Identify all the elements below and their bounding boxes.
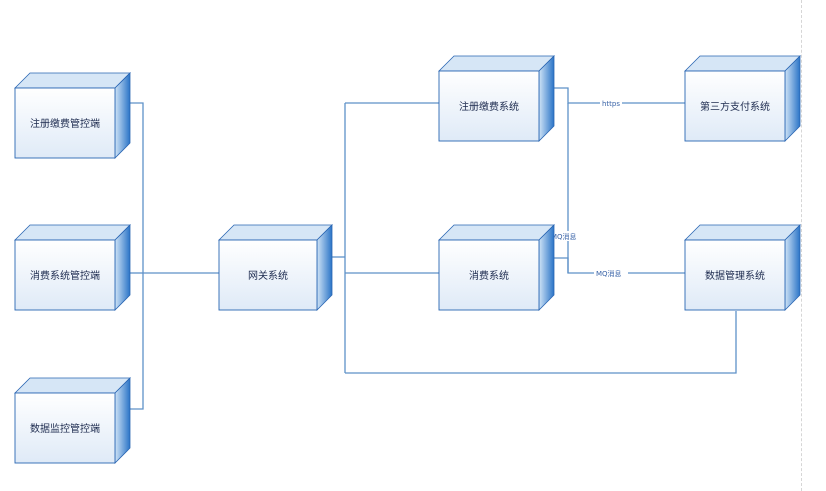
node-label-consume-console: 消费系统管控端 bbox=[30, 269, 100, 282]
cube-side-face bbox=[784, 55, 801, 142]
connector-register-third-party bbox=[554, 87, 685, 104]
cube-front-face bbox=[438, 239, 540, 311]
cube-front-face bbox=[14, 239, 116, 311]
connector-hub-data-management bbox=[345, 311, 737, 374]
cube-side-face bbox=[784, 224, 801, 311]
cube-side-face bbox=[114, 224, 131, 311]
node-monitor-console[interactable]: 数据监控管控端 bbox=[14, 377, 131, 464]
cube-side-face bbox=[114, 377, 131, 464]
node-label-third-party-pay: 第三方支付系统 bbox=[700, 100, 770, 113]
node-gateway[interactable]: 网关系统 bbox=[218, 224, 333, 311]
node-label-consume-system: 消费系统 bbox=[469, 269, 509, 282]
cube-top-face bbox=[684, 55, 801, 72]
edge-label-https: https bbox=[602, 100, 620, 108]
node-register-system[interactable]: 注册缴费系统 bbox=[438, 55, 555, 142]
edge-label-mq-horizontal: MQ消息 bbox=[596, 269, 622, 278]
cube-top-face bbox=[14, 224, 131, 241]
cube-side-face bbox=[538, 224, 555, 311]
node-label-register-system: 注册缴费系统 bbox=[459, 100, 519, 113]
node-label-gateway: 网关系统 bbox=[248, 269, 288, 282]
node-label-data-management: 数据管理系统 bbox=[705, 269, 765, 282]
cube-top-face bbox=[438, 55, 555, 72]
cube-side-face bbox=[316, 224, 333, 311]
node-label-register-console: 注册缴费管控端 bbox=[30, 117, 100, 130]
cube-side-face bbox=[114, 72, 131, 159]
node-consume-console[interactable]: 消费系统管控端 bbox=[14, 224, 131, 311]
node-data-management[interactable]: 数据管理系统 bbox=[684, 224, 801, 311]
cube-front-face bbox=[218, 239, 318, 311]
cube-top-face bbox=[218, 224, 333, 241]
cube-front-face bbox=[684, 70, 786, 142]
page-right-boundary bbox=[801, 0, 802, 491]
connector-register-console-bus bbox=[130, 102, 144, 410]
edge-label-mq-vertical: MQ消息 bbox=[551, 232, 577, 241]
node-label-monitor-console: 数据监控管控端 bbox=[30, 422, 100, 435]
node-third-party-pay[interactable]: 第三方支付系统 bbox=[684, 55, 801, 142]
cube-front-face bbox=[14, 392, 116, 464]
node-consume-system[interactable]: 消费系统 bbox=[438, 224, 555, 311]
cube-front-face bbox=[684, 239, 786, 311]
cube-top-face bbox=[14, 377, 131, 394]
cube-front-face bbox=[14, 87, 116, 159]
cube-front-face bbox=[438, 70, 540, 142]
cube-side-face bbox=[538, 55, 555, 142]
cube-top-face bbox=[14, 72, 131, 89]
connectors bbox=[130, 87, 737, 410]
cube-top-face bbox=[684, 224, 801, 241]
node-register-console[interactable]: 注册缴费管控端 bbox=[14, 72, 131, 159]
cube-top-face bbox=[438, 224, 555, 241]
edge-labels: https MQ消息 MQ消息 bbox=[550, 98, 628, 278]
